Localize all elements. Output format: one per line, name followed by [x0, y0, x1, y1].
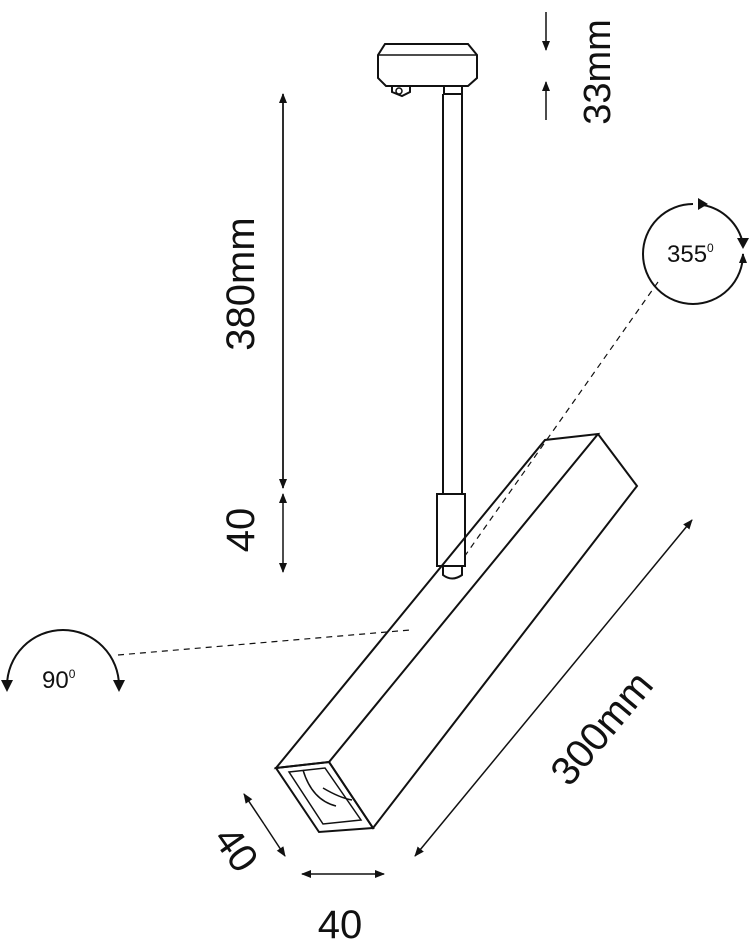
rotation-90-symbol — [1, 629, 125, 692]
dim-40-depth-label: 40 — [205, 819, 267, 881]
track-adapter — [377, 43, 478, 98]
dim-40-width-label: 40 — [318, 903, 363, 945]
dim-40-depth — [243, 793, 286, 857]
rotation-355-label: 3550 — [667, 241, 714, 268]
leader-90 — [117, 629, 411, 656]
dim-380mm-label: 380mm — [219, 217, 263, 350]
rotation-355-symbol — [642, 198, 749, 305]
luminaire-body — [273, 432, 639, 834]
suspension-rod — [442, 94, 463, 494]
dim-300mm-label: 300mm — [542, 663, 661, 793]
swivel-joint — [436, 493, 466, 580]
dim-33mm-label: 33mm — [577, 19, 619, 125]
leader-355 — [461, 281, 659, 561]
dim-40-joint-label: 40 — [219, 508, 263, 553]
dim-300mm — [414, 519, 693, 857]
rotation-90-label: 900 — [42, 667, 76, 694]
